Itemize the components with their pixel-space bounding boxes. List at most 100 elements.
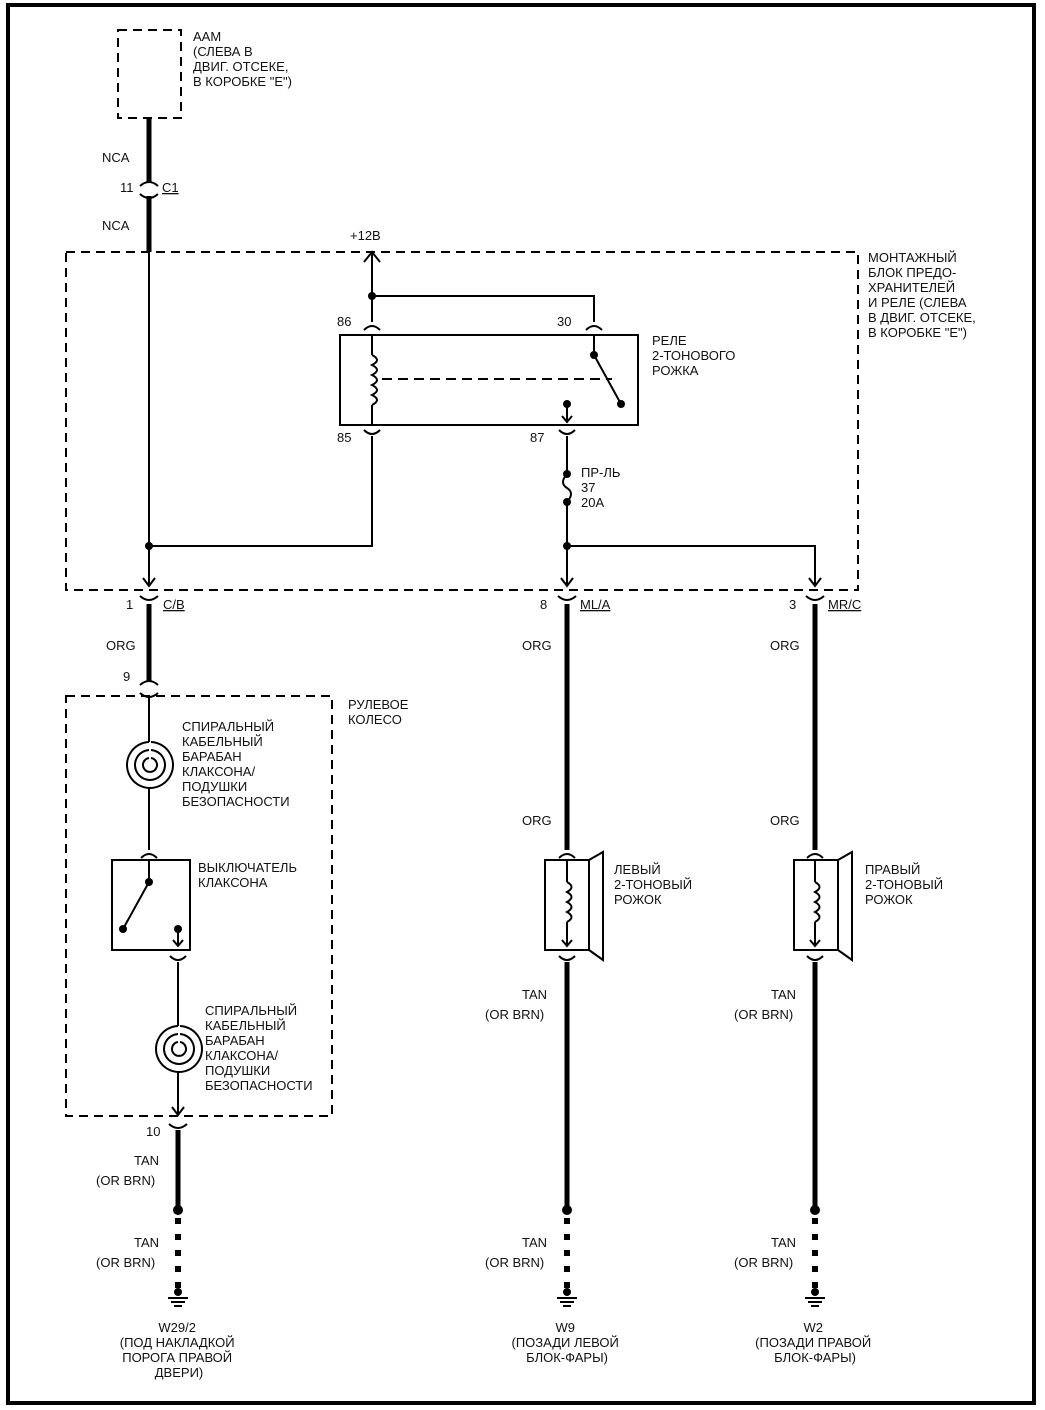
relay-contact-87-arrow bbox=[561, 415, 573, 424]
ground-dot-mid bbox=[563, 1288, 571, 1296]
fuse-symbol bbox=[562, 473, 572, 503]
relay-pin87-connector bbox=[558, 429, 576, 435]
supply-to-pin30 bbox=[372, 295, 595, 322]
horn-left-arrow bbox=[561, 939, 573, 948]
relay-switch-end bbox=[617, 400, 625, 408]
relay-pin86-connector bbox=[363, 325, 381, 331]
fuse-label: ПР-ЛЬ 37 20А bbox=[581, 465, 624, 510]
ground-dot-right bbox=[811, 1288, 819, 1296]
connector-c1 bbox=[139, 181, 159, 199]
wire-label-org-mid-2: ORG bbox=[522, 813, 552, 828]
arrow-cb bbox=[142, 577, 156, 588]
wire-label-orbrn-left-1: (OR BRN) bbox=[96, 1173, 155, 1188]
steering-pin-bottom: 10 bbox=[146, 1124, 160, 1139]
horn-right-coil bbox=[812, 881, 821, 923]
outer-frame bbox=[6, 3, 1036, 1405]
connector-steering-bottom bbox=[168, 1123, 188, 1129]
switch-top-connector bbox=[140, 853, 158, 859]
wire-label-orbrn-mid-2: (OR BRN) bbox=[485, 1255, 544, 1270]
ground-left-icon bbox=[168, 1297, 188, 1307]
steering-bottom-arrow bbox=[171, 1106, 185, 1117]
horn-left-bell bbox=[588, 850, 604, 962]
wire-label-org-mid-1: ORG bbox=[522, 638, 552, 653]
connector-cb-name: C/B bbox=[163, 597, 185, 612]
connector-mrc-pin: 3 bbox=[789, 597, 796, 612]
wire-to-mrc bbox=[567, 545, 816, 584]
wire-label-org-right-2: ORG bbox=[770, 813, 800, 828]
relay-pin86-label: 86 bbox=[337, 314, 351, 329]
arrow-mla bbox=[560, 577, 574, 588]
wire-label-tan-mid-2: TAN bbox=[522, 1235, 547, 1250]
clockspring-top-label: СПИРАЛЬНЫЙ КАБЕЛЬНЫЙ БАРАБАН КЛАКСОНА/ П… bbox=[182, 719, 290, 809]
connector-steering-top bbox=[139, 680, 159, 698]
connector-mla bbox=[557, 595, 577, 601]
arrow-mrc bbox=[808, 577, 822, 588]
wire-label-nca-lower: NCA bbox=[102, 218, 130, 233]
connector-mrc bbox=[805, 595, 825, 601]
wire-label-orbrn-right-1: (OR BRN) bbox=[734, 1007, 793, 1022]
wire-label-orbrn-right-2: (OR BRN) bbox=[734, 1255, 793, 1270]
relay-pin87-label: 87 bbox=[530, 430, 544, 445]
relay-coil bbox=[369, 354, 378, 406]
ground-left-label: W29/2 (ПОД НАКЛАДКОЙ ПОРОГА ПРАВОЙ ДВЕРИ… bbox=[120, 1320, 239, 1380]
aam-label: AAM (СЛЕВА В ДВИГ. ОТСЕКЕ, В КОРОБКЕ "E"… bbox=[193, 29, 292, 89]
horn-switch-box bbox=[111, 859, 191, 951]
connector-c1-name: C1 bbox=[162, 180, 179, 195]
connector-c1-pin: 11 bbox=[120, 180, 134, 195]
relay-switch-blade bbox=[593, 354, 622, 405]
relay-box bbox=[339, 334, 639, 426]
junction-left bbox=[145, 542, 153, 550]
aam-box bbox=[117, 29, 182, 119]
horn-switch-label: ВЫКЛЮЧАТЕЛЬ КЛАКСОНА bbox=[198, 860, 301, 890]
horn-left-top-connector bbox=[558, 853, 576, 859]
wire-label-tan-left-2: TAN bbox=[134, 1235, 159, 1250]
switch-bottom-connector bbox=[169, 955, 187, 961]
horn-left-bottom-connector bbox=[558, 955, 576, 961]
connector-cb bbox=[139, 595, 159, 601]
horn-right-label: ПРАВЫЙ 2-ТОНОВЫЙ РОЖОК bbox=[865, 862, 947, 907]
switch-blade-end bbox=[119, 925, 127, 933]
splice-right bbox=[810, 1205, 820, 1215]
switch-contact-arrow bbox=[172, 939, 184, 948]
wire-label-orbrn-mid-1: (OR BRN) bbox=[485, 1007, 544, 1022]
horn-right-bottom-connector bbox=[806, 955, 824, 961]
horn-left-coil bbox=[564, 881, 573, 923]
horn-right-bell bbox=[837, 850, 853, 962]
connector-mla-name: ML/A bbox=[580, 597, 611, 612]
relay-pin85-label: 85 bbox=[337, 430, 351, 445]
connector-cb-pin: 1 bbox=[126, 597, 133, 612]
wire-label-nca-upper: NCA bbox=[102, 150, 130, 165]
relay-pin30-connector bbox=[585, 325, 603, 331]
relay-pin85-connector bbox=[363, 429, 381, 435]
ground-mid-label: W9 (ПОЗАДИ ЛЕВОЙ БЛОК-ФАРЫ) bbox=[511, 1320, 622, 1365]
horn-right-top-connector bbox=[806, 853, 824, 859]
clockspring-bottom-label: СПИРАЛЬНЫЙ КАБЕЛЬНЫЙ БАРАБАН КЛАКСОНА/ П… bbox=[205, 1003, 313, 1093]
relay-pin30-label: 30 bbox=[557, 314, 571, 329]
connector-mrc-name: MR/C bbox=[828, 597, 861, 612]
wire-label-tan-right-1: TAN bbox=[771, 987, 796, 1002]
ground-right-icon bbox=[805, 1297, 825, 1307]
switch-blade bbox=[122, 881, 150, 930]
steering-wheel-box bbox=[65, 695, 333, 1117]
wire-pin85-to-cb bbox=[149, 436, 373, 547]
wire-label-org-right-1: ORG bbox=[770, 638, 800, 653]
connector-mla-pin: 8 bbox=[540, 597, 547, 612]
steering-pin-top: 9 bbox=[123, 669, 130, 684]
fuse-block-label: МОНТАЖНЫЙ БЛОК ПРЕДО- ХРАНИТЕЛЕЙ И РЕЛЕ … bbox=[868, 250, 979, 340]
wire-label-orbrn-left-2: (OR BRN) bbox=[96, 1255, 155, 1270]
wire-label-tan-mid-1: TAN bbox=[522, 987, 547, 1002]
wire-label-tan-left-1: TAN bbox=[134, 1153, 159, 1168]
clockspring-top-icon bbox=[126, 741, 174, 789]
relay-label: РЕЛЕ 2-ТОНОВОГО РОЖКА bbox=[652, 333, 739, 378]
splice-mid bbox=[562, 1205, 572, 1215]
wire-label-org-left: ORG bbox=[106, 638, 136, 653]
fuse-relay-block bbox=[65, 251, 859, 591]
clockspring-bottom-icon bbox=[155, 1025, 203, 1073]
supply-label: +12В bbox=[350, 228, 381, 243]
horn-right-arrow bbox=[809, 939, 821, 948]
steering-label: РУЛЕВОЕ КОЛЕСО bbox=[348, 697, 412, 727]
ground-right-label: W2 (ПОЗАДИ ПРАВОЙ БЛОК-ФАРЫ) bbox=[755, 1320, 875, 1365]
wire-label-tan-right-2: TAN bbox=[771, 1235, 796, 1250]
ground-dot-left bbox=[174, 1288, 182, 1296]
